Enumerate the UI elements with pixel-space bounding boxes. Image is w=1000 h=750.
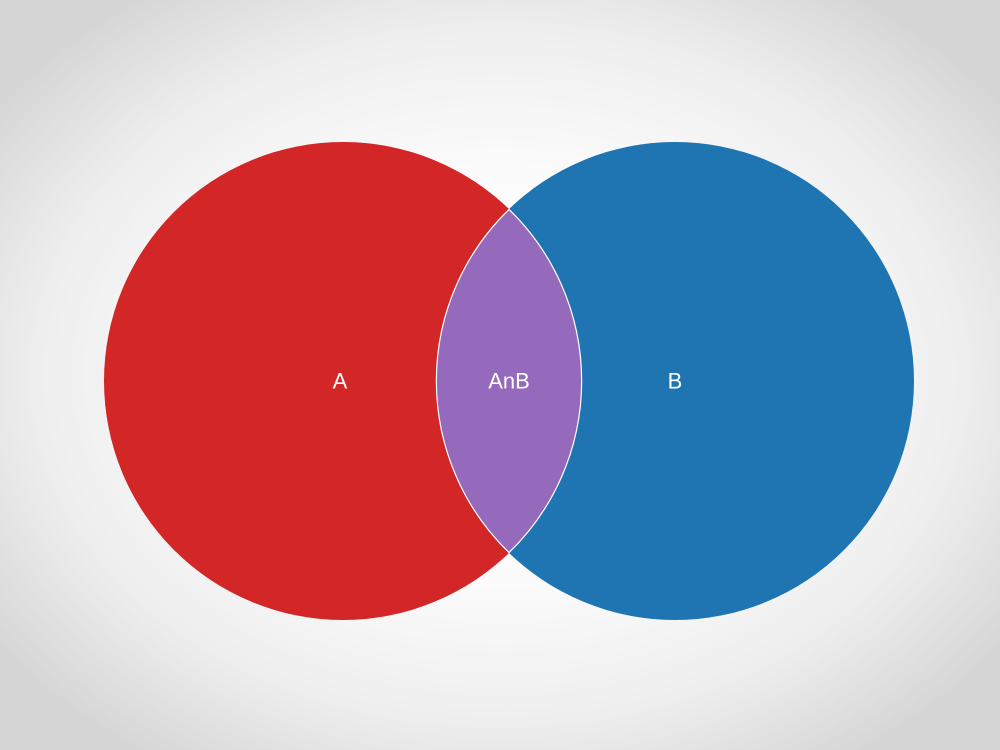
set-a-label: A [333, 369, 348, 394]
intersection-outline [435, 208, 583, 554]
set-b-circle [436, 142, 914, 620]
set-a-circle [104, 142, 582, 620]
set-b-label: B [668, 369, 683, 394]
intersection-label: AnB [488, 369, 530, 394]
